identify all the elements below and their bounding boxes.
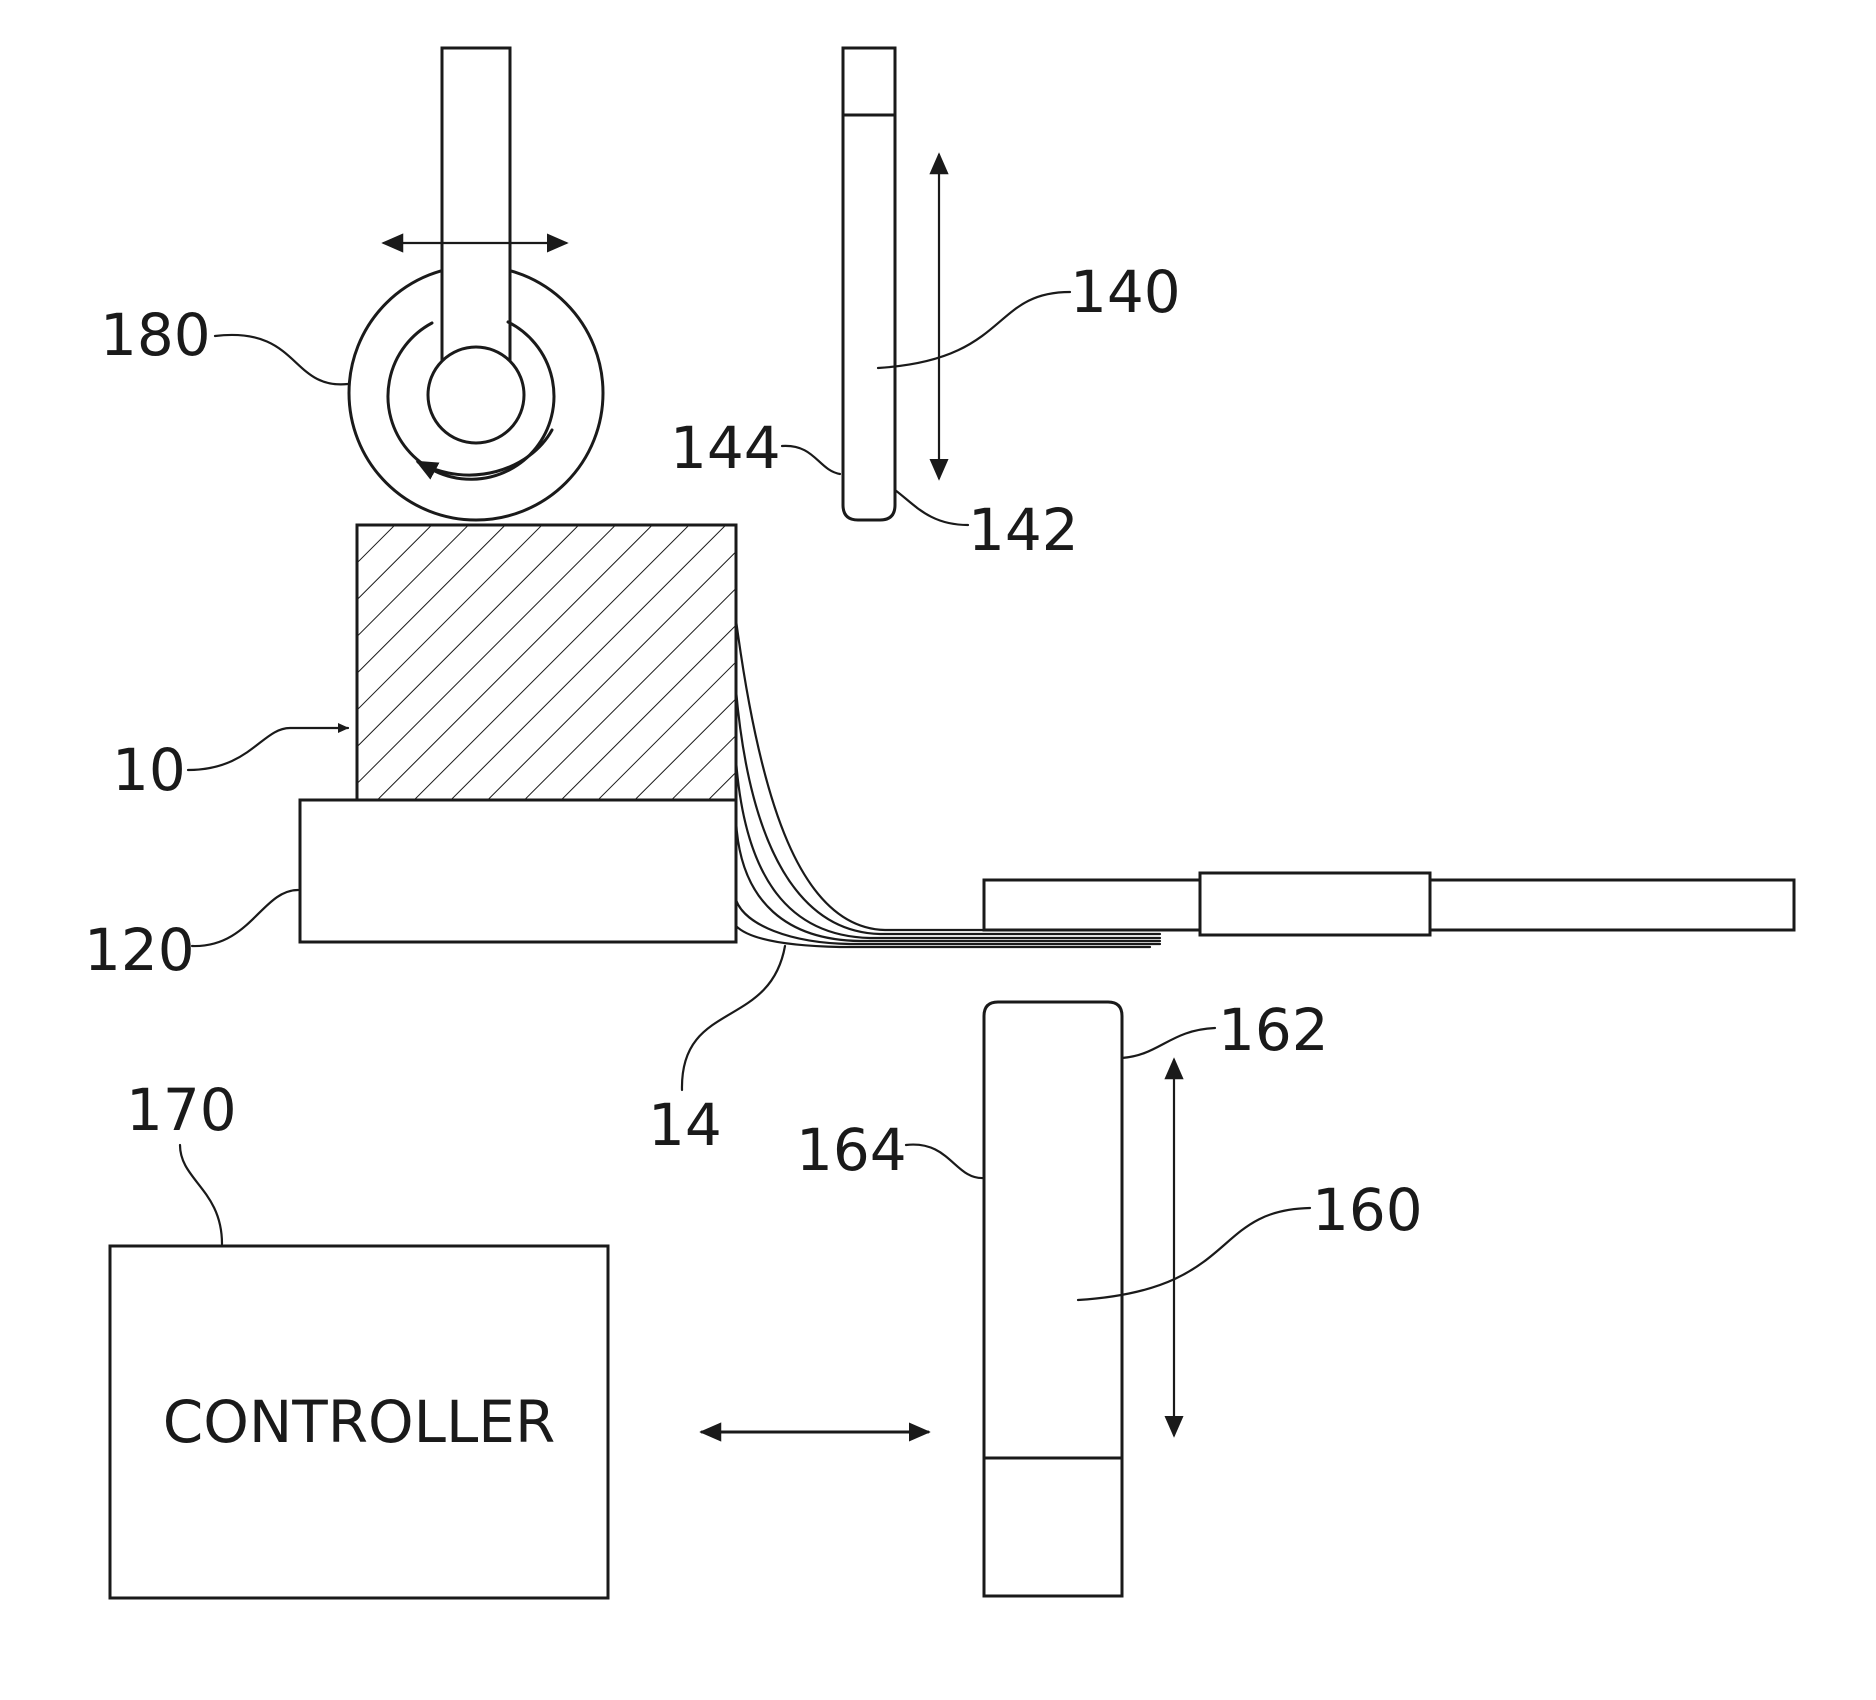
ref-164: 164	[796, 1116, 907, 1184]
upper-blade	[843, 48, 895, 520]
ref-162: 162	[1218, 996, 1329, 1064]
stack-10	[357, 525, 736, 800]
ref-10: 10	[112, 736, 186, 804]
ref-14: 14	[648, 1091, 722, 1159]
roller-arm	[442, 48, 510, 388]
leader-164	[906, 1145, 984, 1179]
ref-180: 180	[100, 301, 211, 369]
rail-right-segment	[1430, 880, 1794, 930]
leader-180	[215, 335, 348, 384]
leader-144	[782, 446, 840, 474]
roller-hub	[428, 347, 524, 443]
lower-blade-assembly: 162 164 160	[796, 996, 1423, 1596]
ref-140: 140	[1070, 258, 1181, 326]
controller-label: CONTROLLER	[163, 1388, 556, 1456]
ref-144: 144	[670, 414, 781, 482]
stack-and-stage: 10 120	[84, 525, 736, 984]
receiving-rail	[984, 873, 1794, 935]
leader-140	[878, 292, 1070, 368]
leader-162	[1122, 1028, 1215, 1058]
upper-blade-assembly: 140 144 142	[670, 48, 1181, 564]
rail-left-segment	[984, 880, 1200, 930]
leader-120	[192, 890, 298, 946]
ref-170: 170	[126, 1076, 237, 1144]
rail-center-block	[1200, 873, 1430, 935]
stage-120	[300, 800, 736, 942]
roller-assembly: 180	[100, 48, 603, 520]
leader-142	[895, 490, 968, 525]
leader-170	[180, 1145, 222, 1244]
ref-120: 120	[84, 916, 195, 984]
leader-14	[682, 946, 785, 1090]
ref-160: 160	[1312, 1176, 1423, 1244]
ref-142: 142	[968, 496, 1079, 564]
leader-10	[188, 728, 348, 770]
